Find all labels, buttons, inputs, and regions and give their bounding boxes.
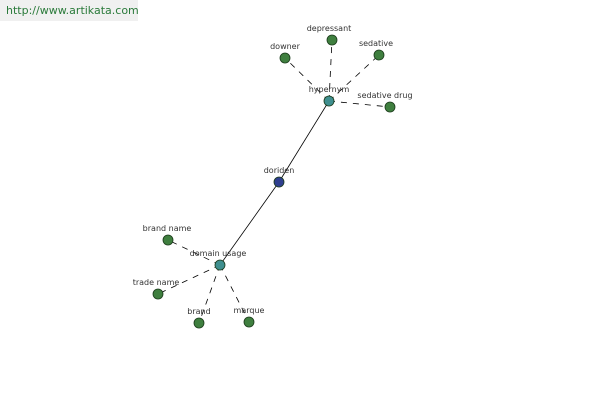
node-label-doriden: doriden	[264, 166, 295, 175]
node-dot-marque[interactable]	[243, 316, 255, 328]
node-downer[interactable]: downer	[270, 42, 301, 64]
watermark-link-text[interactable]: http://www.artikata.com	[6, 4, 139, 17]
node-dot-trade-name[interactable]	[152, 288, 164, 300]
edges-layer	[157, 39, 391, 324]
watermark-banner: http://www.artikata.com	[0, 0, 139, 21]
node-dot-domain-usage[interactable]	[214, 259, 226, 271]
node-label-sedative-drug: sedative drug	[357, 91, 412, 100]
edge-domain-usage-to-brand-name	[167, 239, 221, 266]
edge-domain-usage-to-brand	[198, 264, 221, 324]
edge-doriden-to-domain-usage	[219, 181, 280, 266]
node-label-marque: marque	[234, 306, 265, 315]
node-label-domain-usage: domain usage	[190, 249, 247, 258]
edge-hypernym-to-sedative-drug	[328, 100, 391, 108]
edge-domain-usage-to-marque	[219, 264, 250, 323]
node-label-brand-name: brand name	[143, 224, 192, 233]
node-dot-brand-name[interactable]	[162, 234, 174, 246]
node-sedative-drug[interactable]: sedative drug	[357, 91, 413, 113]
node-sedative[interactable]: sedative	[359, 39, 393, 61]
node-dot-depressant[interactable]	[326, 34, 338, 46]
edge-hypernym-to-downer	[284, 57, 330, 102]
edge-hypernym-to-depressant	[328, 39, 333, 102]
node-dot-hypernym[interactable]	[323, 95, 335, 107]
node-depressant[interactable]: depressant	[307, 24, 352, 46]
node-brand-name[interactable]: brand name	[143, 224, 192, 246]
node-brand[interactable]: brand	[187, 307, 211, 329]
node-dot-sedative-drug[interactable]	[384, 101, 396, 113]
node-doriden[interactable]: doriden	[264, 166, 295, 188]
node-domain-usage[interactable]: domain usage	[190, 249, 247, 271]
node-dot-doriden[interactable]	[273, 176, 285, 188]
node-dot-sedative[interactable]	[373, 49, 385, 61]
nodes-layer: doriden hypernym domain usage downer depress…	[133, 24, 413, 329]
node-dot-brand[interactable]	[193, 317, 205, 329]
node-dot-downer[interactable]	[279, 52, 291, 64]
node-label-depressant: depressant	[307, 24, 352, 33]
node-label-brand: brand	[187, 307, 210, 316]
node-label-sedative: sedative	[359, 39, 393, 48]
edge-doriden-to-hypernym	[278, 100, 330, 183]
node-label-downer: downer	[270, 42, 301, 51]
node-label-trade-name: trade name	[133, 278, 180, 287]
node-hypernym[interactable]: hypernym	[309, 85, 350, 107]
node-trade-name[interactable]: trade name	[133, 278, 180, 300]
node-marque[interactable]: marque	[234, 306, 265, 328]
node-label-hypernym: hypernym	[309, 85, 350, 94]
